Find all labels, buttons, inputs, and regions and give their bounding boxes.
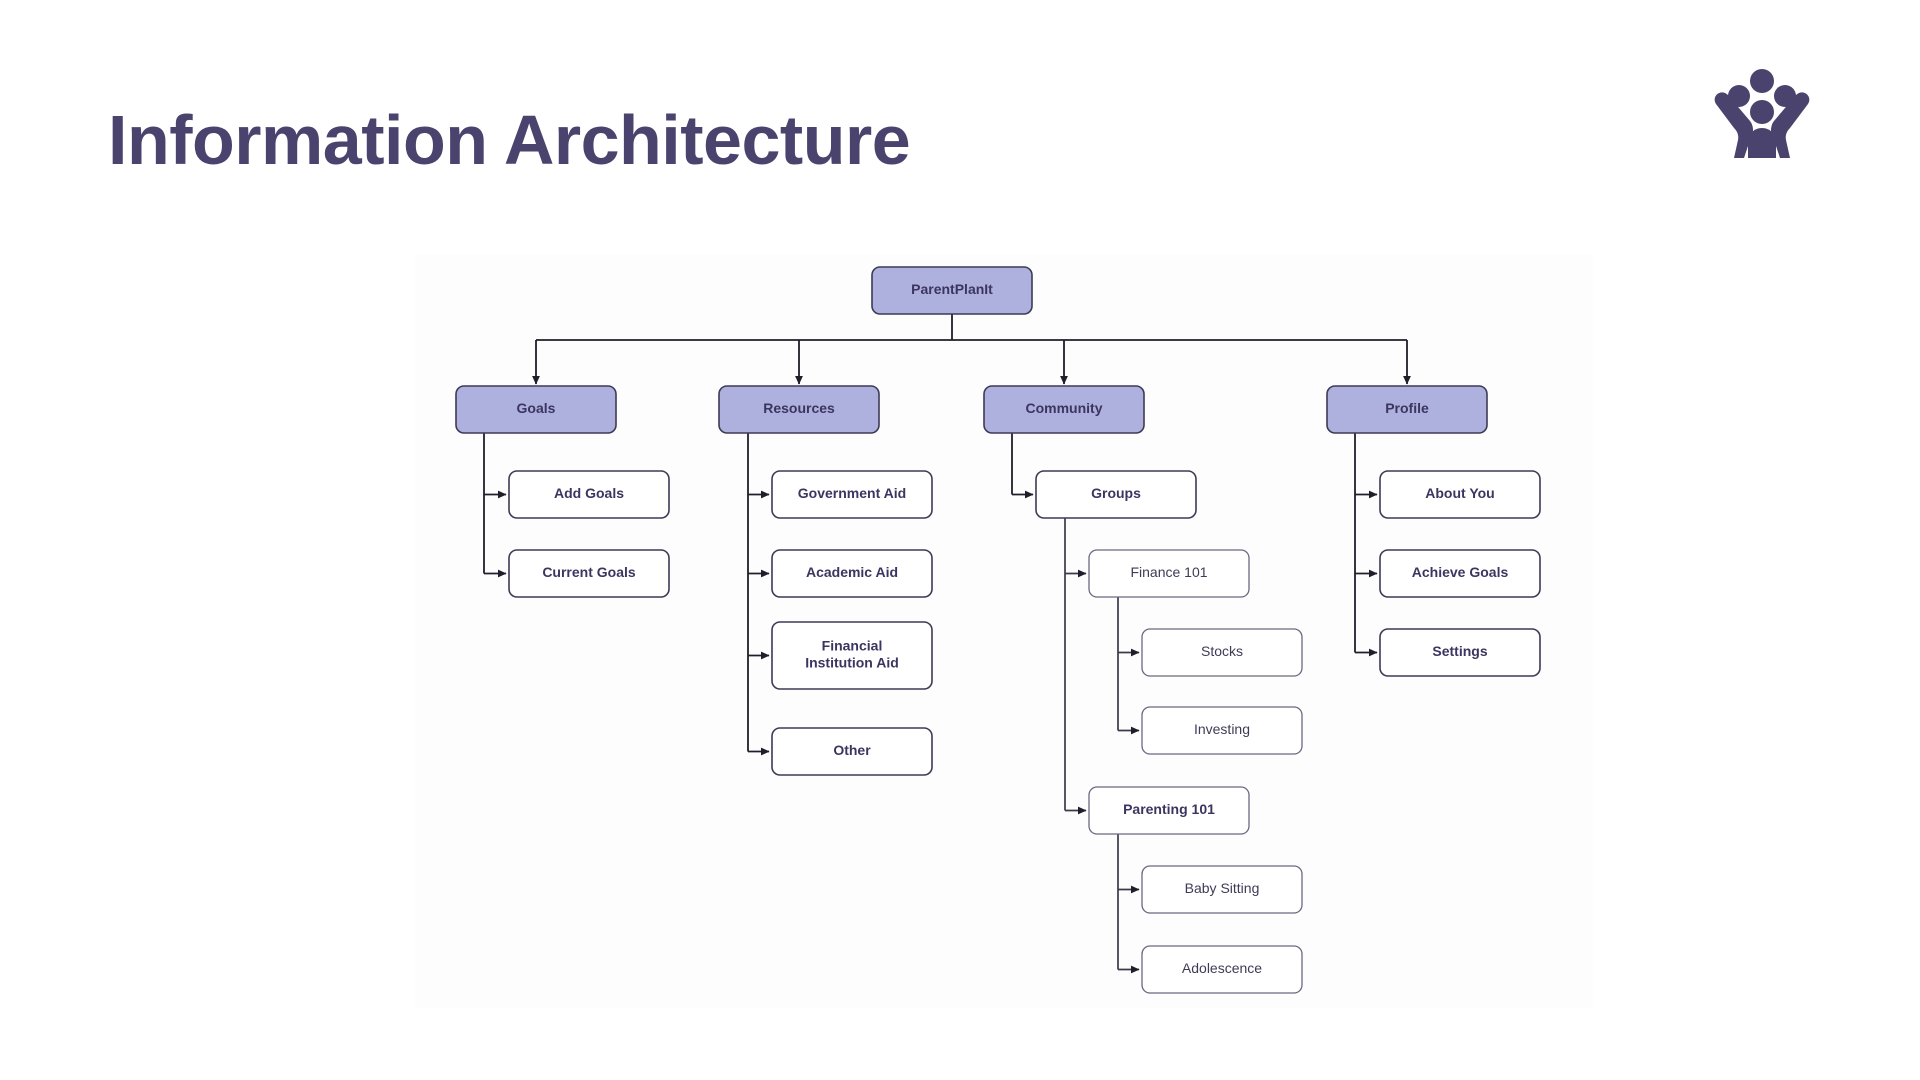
node-label-finance-101: Finance 101 [1130, 564, 1207, 580]
page-title: Information Architecture [108, 101, 911, 179]
node-current-goals[interactable]: Current Goals [508, 549, 670, 598]
node-label-government-aid: Government Aid [798, 485, 906, 501]
node-resources[interactable]: Resources [718, 385, 880, 434]
node-box-profile[interactable] [1326, 385, 1488, 434]
node-label-achieve-goals: Achieve Goals [1412, 564, 1509, 580]
node-label-about-you: About You [1425, 485, 1494, 501]
node-label-investing: Investing [1194, 721, 1250, 737]
node-label-baby-sitting: Baby Sitting [1185, 880, 1260, 896]
node-box-root[interactable] [871, 266, 1033, 315]
node-label-community: Community [1026, 400, 1103, 416]
node-box-investing[interactable] [1141, 706, 1303, 755]
node-box-academic-aid[interactable] [771, 549, 933, 598]
node-box-groups[interactable] [1035, 470, 1197, 519]
node-adolescence[interactable]: Adolescence [1141, 945, 1303, 994]
node-box-financial-inst-aid[interactable] [771, 621, 933, 690]
node-box-settings[interactable] [1379, 628, 1541, 677]
node-box-current-goals[interactable] [508, 549, 670, 598]
node-stocks[interactable]: Stocks [1141, 628, 1303, 677]
node-label-settings: Settings [1432, 643, 1487, 659]
node-box-government-aid[interactable] [771, 470, 933, 519]
node-finance-101[interactable]: Finance 101 [1088, 549, 1250, 598]
node-label-resources: Resources [763, 400, 835, 416]
node-box-parenting-101[interactable] [1088, 786, 1250, 835]
node-profile[interactable]: Profile [1326, 385, 1488, 434]
node-add-goals[interactable]: Add Goals [508, 470, 670, 519]
node-label-goals: Goals [517, 400, 556, 416]
node-settings[interactable]: Settings [1379, 628, 1541, 677]
node-label-add-goals: Add Goals [554, 485, 624, 501]
node-box-finance-101[interactable] [1088, 549, 1250, 598]
node-box-community[interactable] [983, 385, 1145, 434]
node-box-resources[interactable] [718, 385, 880, 434]
node-box-stocks[interactable] [1141, 628, 1303, 677]
node-box-other[interactable] [771, 727, 933, 776]
node-box-goals[interactable] [455, 385, 617, 434]
node-label-academic-aid: Academic Aid [806, 564, 898, 580]
node-box-add-goals[interactable] [508, 470, 670, 519]
node-investing[interactable]: Investing [1141, 706, 1303, 755]
node-label-financial-inst-aid: Financial [822, 638, 883, 654]
node-label-parenting-101: Parenting 101 [1123, 801, 1215, 817]
node-label-other: Other [833, 742, 871, 758]
node-label-adolescence: Adolescence [1182, 960, 1262, 976]
node-achieve-goals[interactable]: Achieve Goals [1379, 549, 1541, 598]
diagram-connectors [483, 314, 1411, 974]
node-about-you[interactable]: About You [1379, 470, 1541, 519]
node-government-aid[interactable]: Government Aid [771, 470, 933, 519]
node-groups[interactable]: Groups [1035, 470, 1197, 519]
node-label-groups: Groups [1091, 485, 1141, 501]
node-label-current-goals: Current Goals [542, 564, 636, 580]
node-box-about-you[interactable] [1379, 470, 1541, 519]
node-label-financial-inst-aid: Institution Aid [805, 655, 899, 671]
node-label-stocks: Stocks [1201, 643, 1243, 659]
node-label-root: ParentPlanIt [911, 281, 993, 297]
node-parenting-101[interactable]: Parenting 101 [1088, 786, 1250, 835]
node-academic-aid[interactable]: Academic Aid [771, 549, 933, 598]
node-box-adolescence[interactable] [1141, 945, 1303, 994]
node-baby-sitting[interactable]: Baby Sitting [1141, 865, 1303, 914]
node-label-profile: Profile [1385, 400, 1429, 416]
node-box-achieve-goals[interactable] [1379, 549, 1541, 598]
parentplanit-family-logo [1702, 58, 1822, 168]
node-root[interactable]: ParentPlanIt [871, 266, 1033, 315]
node-other[interactable]: Other [771, 727, 933, 776]
node-community[interactable]: Community [983, 385, 1145, 434]
node-goals[interactable]: Goals [455, 385, 617, 434]
node-box-baby-sitting[interactable] [1141, 865, 1303, 914]
